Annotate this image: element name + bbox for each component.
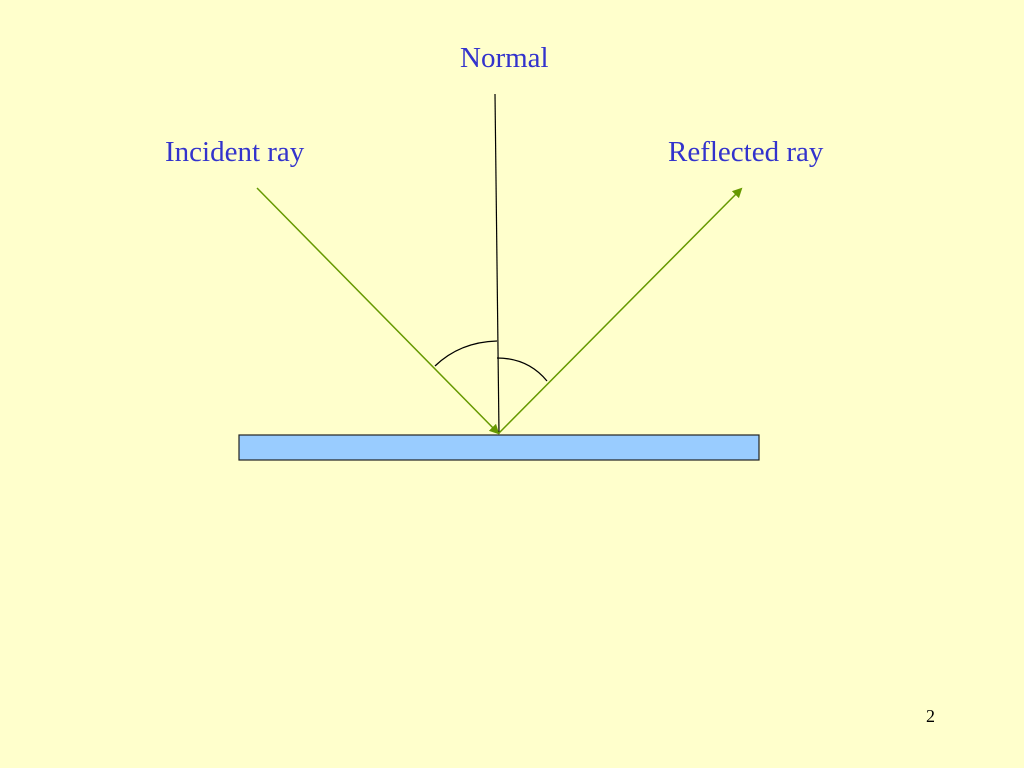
incident-ray-label: Incident ray: [165, 136, 305, 168]
reflected-ray-label: Reflected ray: [668, 136, 824, 168]
normal-label: Normal: [460, 42, 549, 74]
angle-of-reflection-arc: [496, 357, 548, 382]
angle-of-incidence-arc: [434, 340, 498, 367]
reflected-ray: [497, 187, 743, 435]
mirror-surface: [238, 434, 760, 461]
normal-line: [494, 93, 500, 435]
incident-ray: [256, 187, 500, 435]
page-number: 2: [926, 706, 935, 726]
